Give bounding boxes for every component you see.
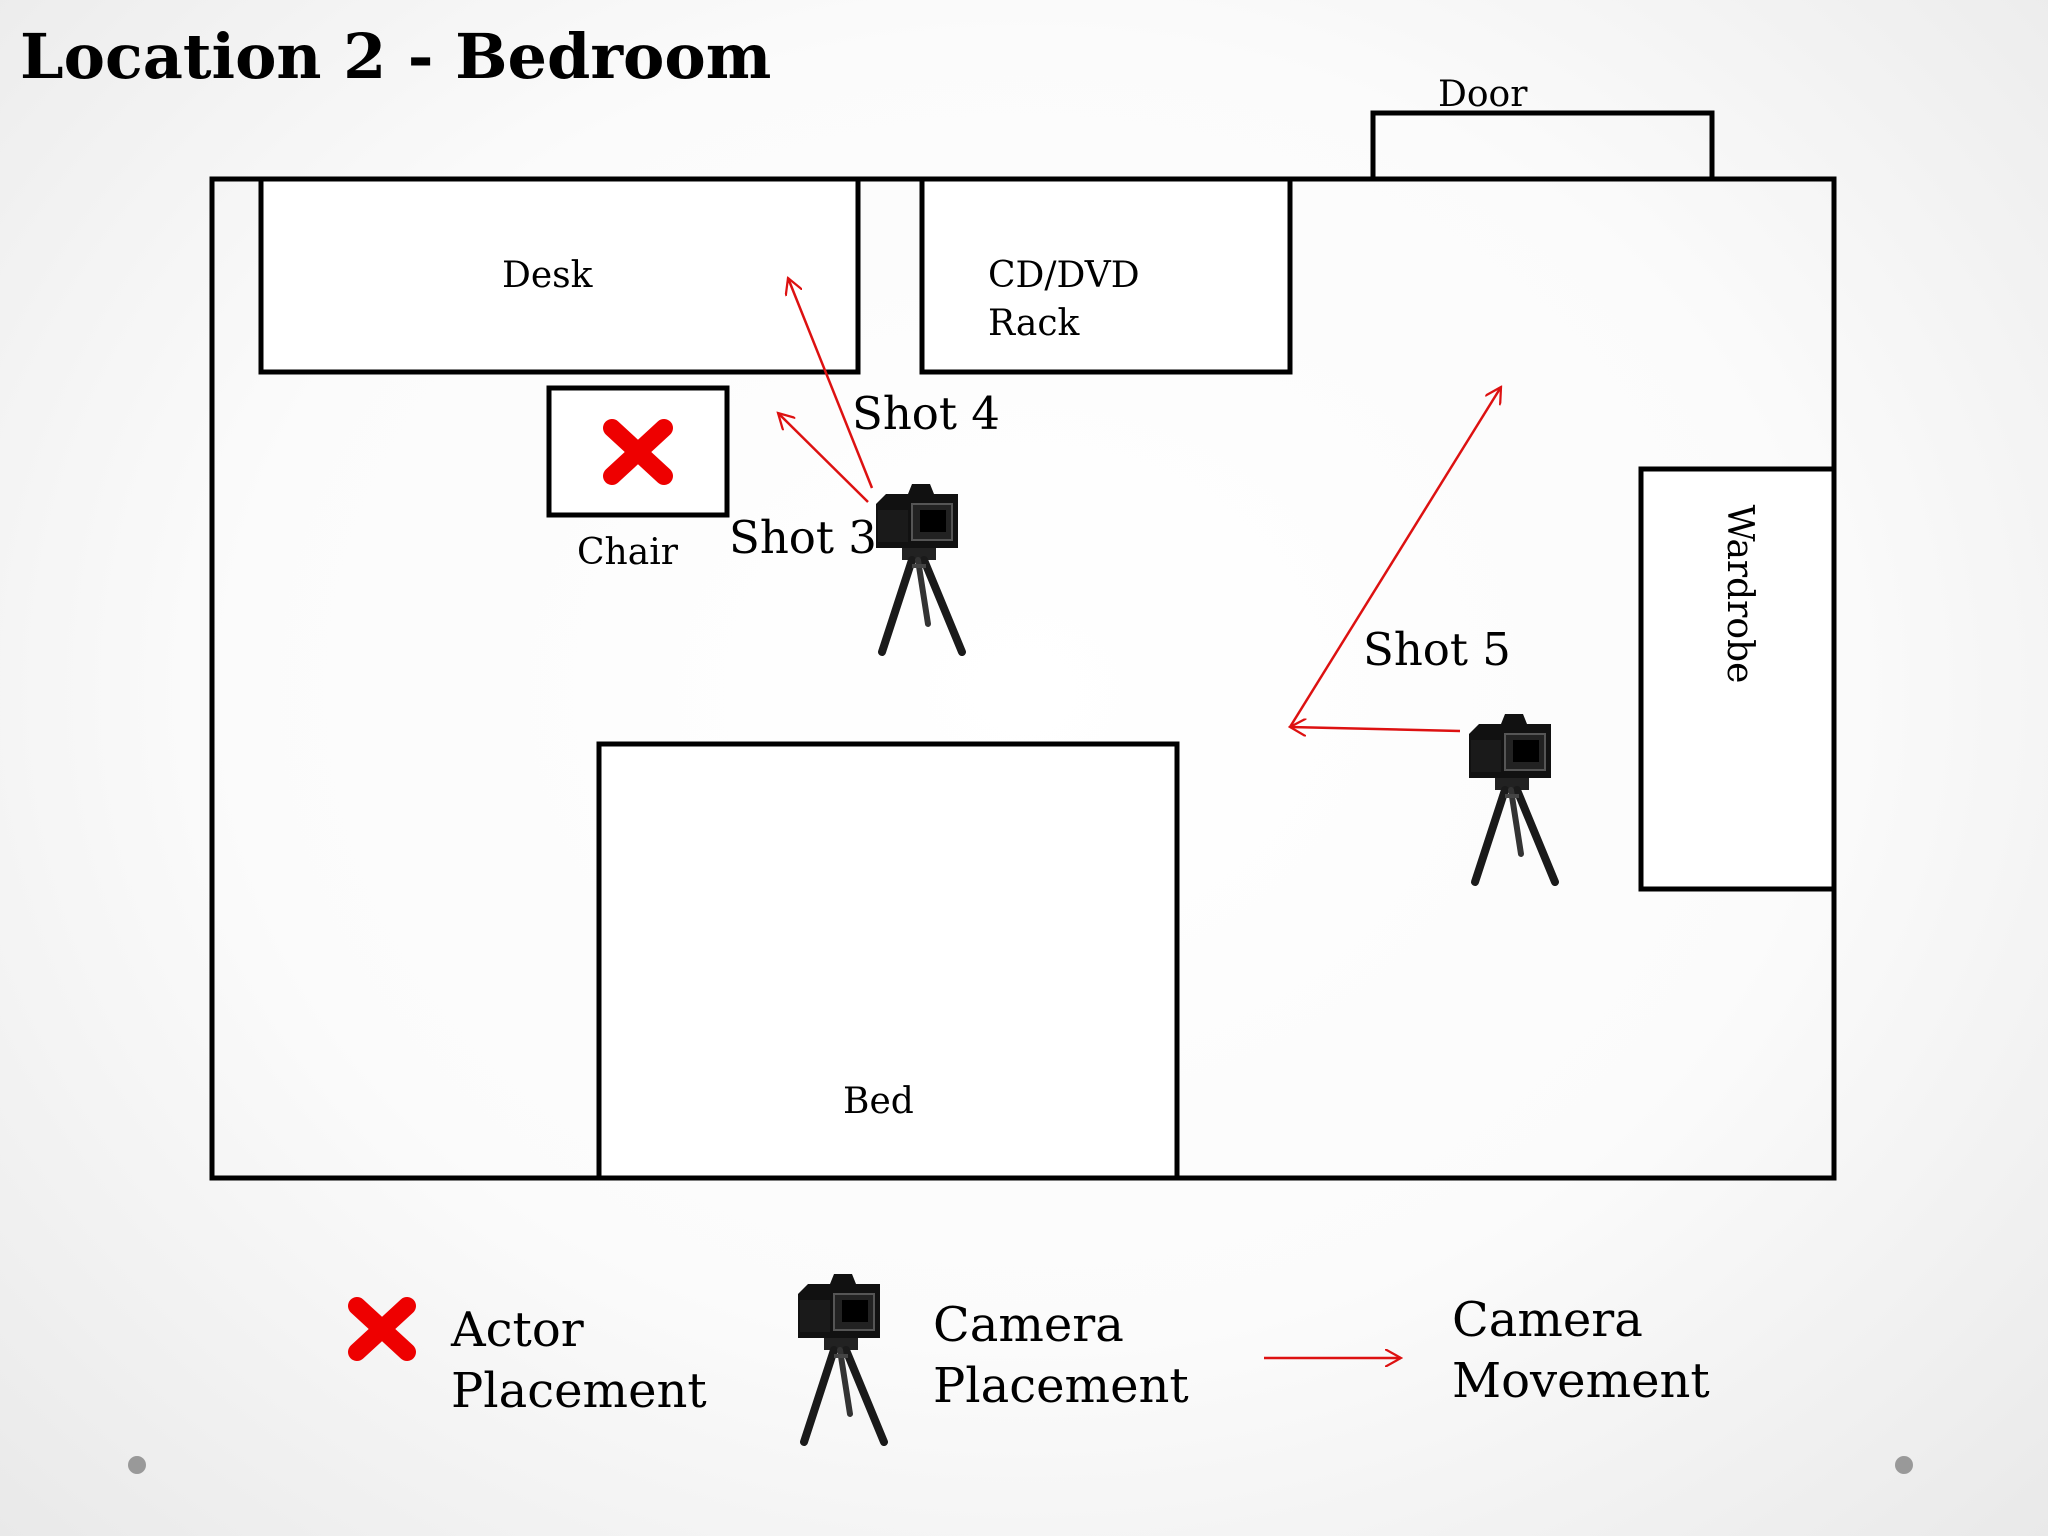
shot-5-arrow-left <box>1290 727 1461 731</box>
shot-5-arrow-up <box>1288 387 1501 728</box>
door-shape <box>1370 110 1715 182</box>
shot-5-label: Shot 5 <box>1363 623 1511 676</box>
slide-dot-left <box>128 1456 146 1474</box>
actor-mark-icon <box>603 419 673 485</box>
legend-actor-icon <box>348 1297 416 1361</box>
desk-label: Desk <box>502 255 594 296</box>
slide-dot-right <box>1895 1456 1913 1474</box>
cd-rack-label-line2: Rack <box>988 303 1081 344</box>
legend-camera-label-line2: Placement <box>933 1358 1189 1414</box>
bed-shape <box>596 741 1180 1181</box>
cd-rack-label-line1: CD/DVD <box>988 255 1140 296</box>
bed-label: Bed <box>843 1081 914 1122</box>
shot-4-arrow <box>788 278 874 489</box>
wardrobe-label: Wardrobe <box>1719 505 1760 684</box>
wardrobe-shape <box>1638 466 1837 892</box>
legend-actor-label-line2: Placement <box>451 1363 707 1419</box>
shot-3-arrow <box>778 413 869 503</box>
shot-3-label: Shot 3 <box>729 511 877 564</box>
legend-movement-label-line1: Camera <box>1452 1292 1643 1348</box>
desk-shape <box>258 176 861 375</box>
shot-4-label: Shot 4 <box>852 387 1000 440</box>
legend-movement-label-line2: Movement <box>1452 1353 1710 1409</box>
legend-camera-tripod-icon <box>798 1274 884 1442</box>
camera-tripod-icon <box>876 484 962 652</box>
legend-actor-label-line1: Actor <box>450 1302 584 1358</box>
page-title: Location 2 - Bedroom <box>20 20 771 93</box>
door-label: Door <box>1438 74 1528 115</box>
chair-label: Chair <box>577 532 679 573</box>
legend-camera-label-line1: Camera <box>933 1297 1124 1353</box>
camera-tripod-icon <box>1469 714 1555 882</box>
cd-rack-shape <box>919 176 1293 375</box>
